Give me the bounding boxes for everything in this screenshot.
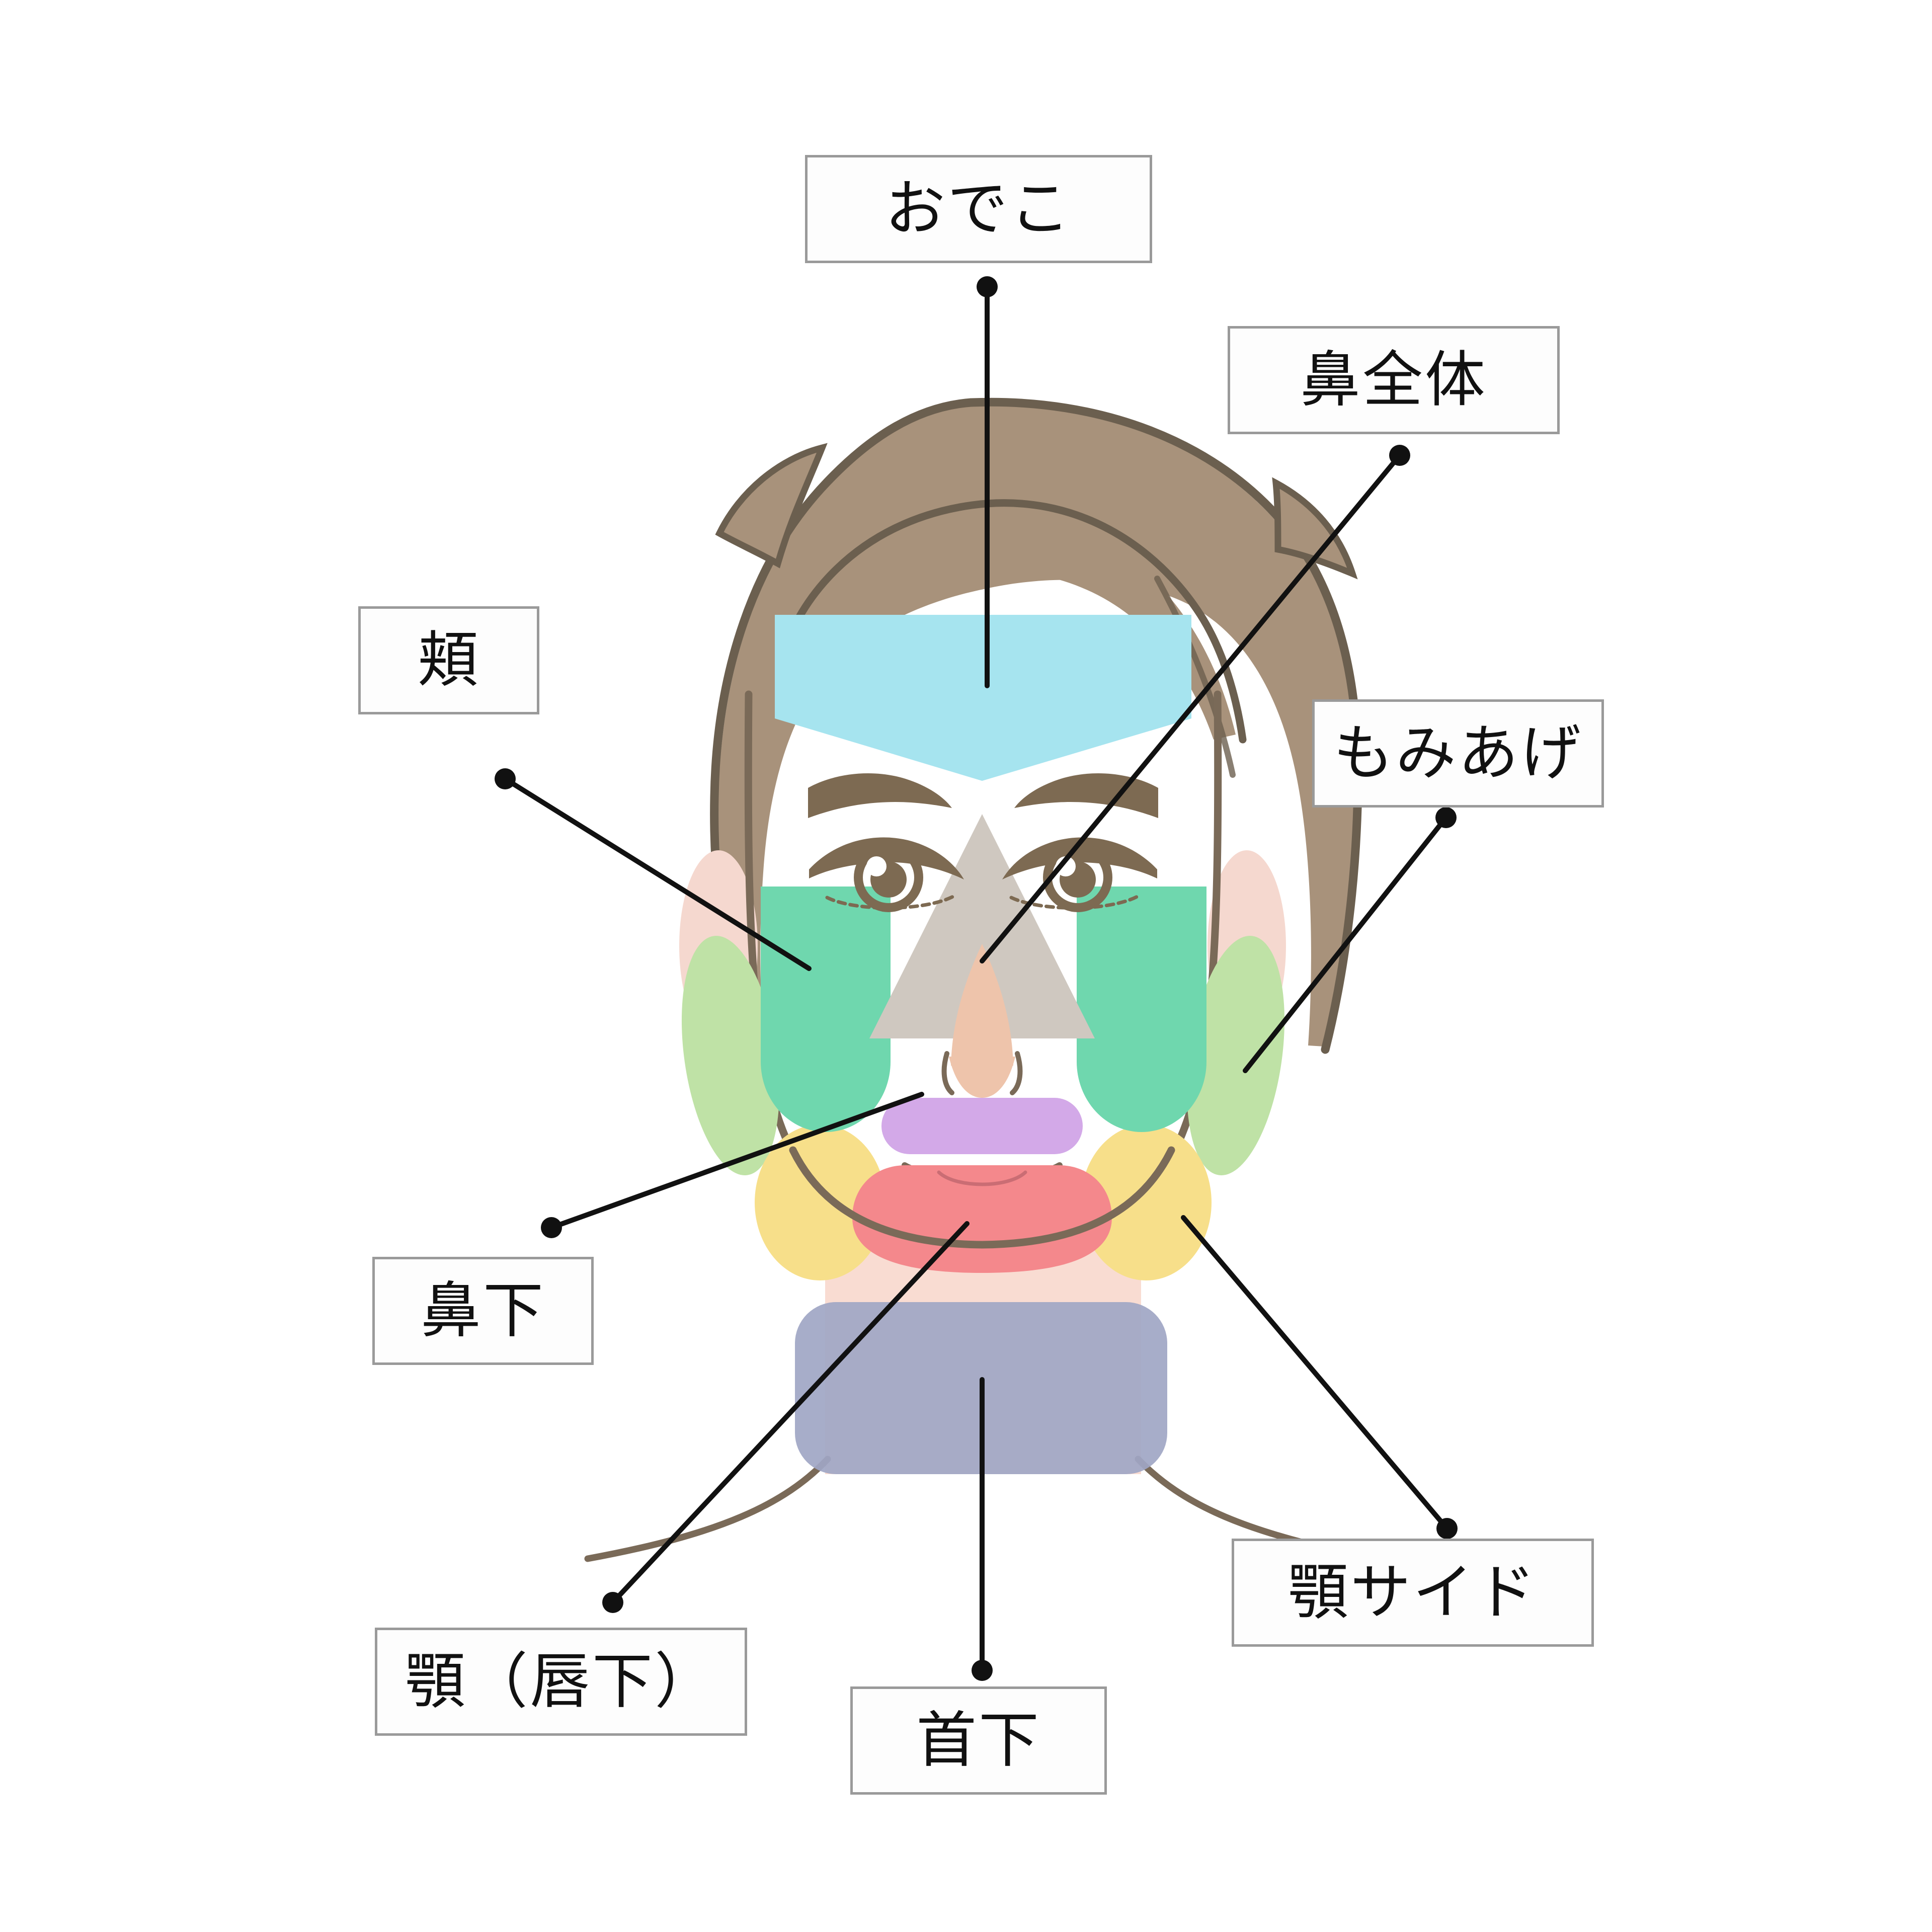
leader-hanazentai bbox=[980, 445, 1410, 963]
eye-right-upper-lid bbox=[1002, 837, 1157, 879]
eye-left-highlight bbox=[866, 856, 887, 876]
sideburn-regions bbox=[681, 935, 1285, 1176]
hair-part-line bbox=[1154, 576, 1236, 778]
eye-right-lower-lash bbox=[1009, 894, 1141, 910]
leader-odeko bbox=[977, 276, 998, 688]
region-chin bbox=[852, 1165, 1112, 1273]
eyebrow-right bbox=[1014, 773, 1158, 818]
shoulder-line-left bbox=[584, 1456, 831, 1562]
hairline-stroke bbox=[775, 499, 1247, 744]
nostril-left bbox=[941, 1051, 954, 1095]
jaw-contour bbox=[789, 1146, 1175, 1249]
region-sideburn-right bbox=[1186, 935, 1285, 1176]
leader-hoho bbox=[495, 768, 812, 971]
eyebrow-left bbox=[808, 773, 952, 818]
hair-outline-top bbox=[967, 397, 1362, 1054]
leader-agosaido bbox=[1181, 1215, 1458, 1539]
label-under-nose[interactable]: 鼻下 bbox=[372, 1257, 594, 1365]
leader-lines-group bbox=[495, 276, 1458, 1681]
eyebrows-group bbox=[808, 773, 1158, 818]
label-jaw-side[interactable]: 顎サイド bbox=[1232, 1539, 1594, 1647]
eye-right-highlight bbox=[1056, 856, 1076, 876]
eye-left-lower-lash bbox=[825, 894, 957, 910]
region-nose-triangle bbox=[869, 814, 1095, 1038]
hair-tuft-left bbox=[715, 443, 828, 569]
label-whole-nose[interactable]: 鼻全体 bbox=[1228, 326, 1560, 434]
region-jawside-right bbox=[1081, 1124, 1212, 1280]
leader-hanashita bbox=[541, 1092, 924, 1238]
eye-left-upper-lid bbox=[809, 837, 964, 879]
label-sideburn[interactable]: もみあげ bbox=[1312, 699, 1604, 808]
hair-group bbox=[710, 397, 1362, 1054]
region-sideburn-left bbox=[681, 935, 780, 1176]
nose-tip-shadow bbox=[949, 1057, 1015, 1098]
region-jawside-left bbox=[755, 1124, 886, 1280]
region-cheek-left bbox=[761, 887, 891, 1132]
nose-group bbox=[941, 944, 1023, 1098]
eyes-group bbox=[809, 837, 1157, 912]
nose-bridge bbox=[951, 944, 1013, 1066]
hair-tuft-right bbox=[1272, 477, 1358, 580]
leader-agokuchi bbox=[602, 1221, 970, 1613]
label-cheek[interactable]: 頬 bbox=[358, 606, 539, 714]
hair-fringe bbox=[779, 505, 1236, 740]
leader-kubishita bbox=[972, 1377, 993, 1681]
region-under-nose bbox=[881, 1098, 1083, 1154]
leader-momiage bbox=[1243, 807, 1457, 1073]
region-forehead bbox=[775, 615, 1191, 781]
label-lower-neck[interactable]: 首下 bbox=[850, 1686, 1107, 1795]
lower-lip-curve bbox=[937, 1170, 1027, 1186]
label-forehead[interactable]: おでこ bbox=[805, 155, 1152, 263]
region-cheek-right bbox=[1077, 887, 1206, 1132]
nostril-right bbox=[1010, 1051, 1023, 1095]
label-chin-below-lips[interactable]: 顎（唇下） bbox=[375, 1628, 747, 1736]
jawside-regions bbox=[755, 1124, 1212, 1280]
